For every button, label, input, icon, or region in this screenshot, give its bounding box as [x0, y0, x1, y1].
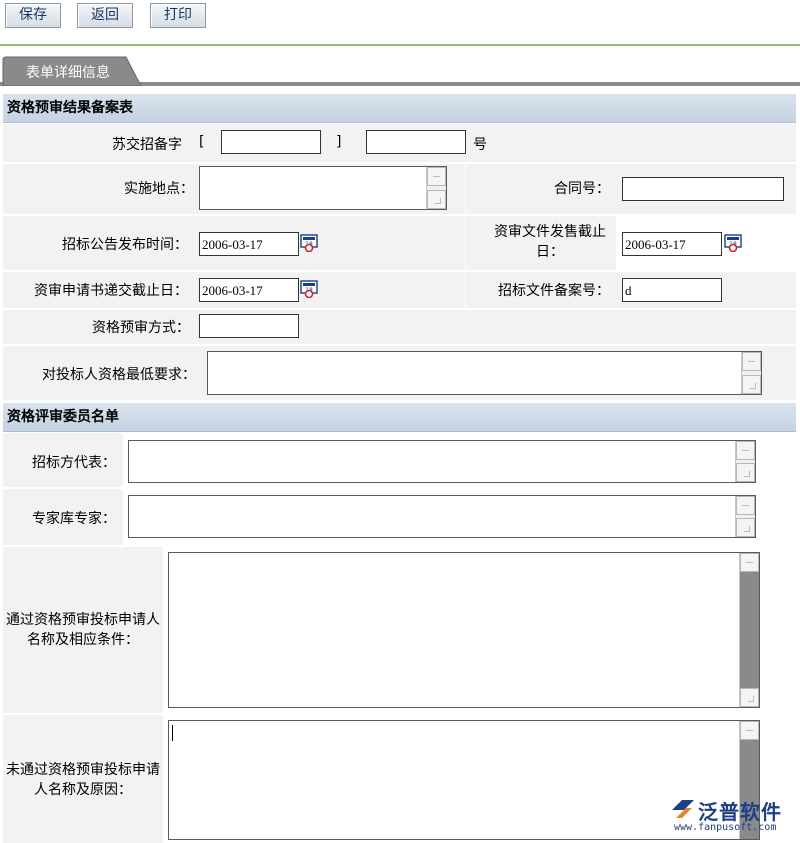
- notice-date-value: 2006-03-17: [202, 237, 263, 252]
- print-button[interactable]: 打印: [150, 3, 206, 28]
- row-expert-label: [3, 489, 123, 545]
- file-no-value: d: [625, 283, 632, 298]
- scroll-down-icon[interactable]: [736, 463, 755, 482]
- calendar-icon[interactable]: 18: [300, 280, 318, 298]
- row-failed-label: [3, 715, 163, 843]
- brand-logo-icon: [672, 800, 694, 818]
- scroll-up-icon[interactable]: [427, 167, 446, 186]
- apply-deadline-label: 资审申请书递交截止日：: [34, 283, 188, 299]
- watermark-url: www.fanpusoft.com: [674, 822, 777, 833]
- rep-textarea[interactable]: [128, 440, 756, 483]
- doc-deadline-label: 资审文件发售截止日：: [494, 224, 606, 260]
- expert-label: 专家库专家：: [32, 511, 116, 527]
- failed-textarea[interactable]: [168, 720, 760, 840]
- tab-underline: [0, 82, 800, 86]
- scroll-up-icon[interactable]: [740, 553, 759, 572]
- scroll-down-icon[interactable]: [427, 190, 446, 209]
- file-no-input[interactable]: d: [622, 278, 722, 302]
- min-req-label: 对投标人资格最低要求：: [42, 367, 196, 383]
- scroll-up-icon[interactable]: [742, 352, 761, 371]
- scroll-up-icon[interactable]: [740, 721, 759, 740]
- row-passed-label: [3, 547, 163, 713]
- scroll-up-icon[interactable]: [736, 441, 755, 460]
- calendar-icon[interactable]: 18: [724, 234, 742, 252]
- filing-prefix-input[interactable]: [221, 130, 321, 154]
- toolbar: 保存 返回 打印: [0, 0, 800, 46]
- su-jiao-label: 苏交招备字: [112, 137, 182, 153]
- min-req-textarea[interactable]: [207, 351, 762, 395]
- bracket-open: [: [199, 134, 205, 150]
- doc-deadline-input[interactable]: 2006-03-17: [622, 232, 722, 256]
- method-input[interactable]: [199, 314, 299, 338]
- back-button[interactable]: 返回: [77, 3, 133, 28]
- tab-shape: [2, 56, 142, 86]
- calendar-icon[interactable]: 18: [300, 234, 318, 252]
- row-method: [3, 310, 796, 344]
- location-label: 实施地点：: [124, 181, 194, 197]
- location-textarea[interactable]: [199, 166, 447, 210]
- hao-label: 号: [473, 137, 487, 153]
- row-dates-right-label: [466, 216, 616, 270]
- scroll-down-icon[interactable]: [742, 375, 761, 394]
- tab-form-details[interactable]: 表单详细信息: [2, 56, 142, 86]
- location-scrollbar[interactable]: [426, 167, 446, 209]
- scroll-up-icon[interactable]: [736, 496, 755, 515]
- min-req-scrollbar[interactable]: [741, 352, 761, 394]
- filing-number-input[interactable]: [366, 130, 466, 154]
- section-header-committee: 资格评审委员名单: [3, 403, 796, 432]
- tab-label: 表单详细信息: [26, 65, 110, 81]
- apply-deadline-input[interactable]: 2006-03-17: [199, 278, 299, 302]
- contract-no-input[interactable]: [622, 177, 784, 201]
- expert-scrollbar[interactable]: [735, 496, 755, 537]
- watermark-brand: 泛普软件: [698, 800, 782, 824]
- row-rep-label: [3, 433, 123, 487]
- notice-date-input[interactable]: 2006-03-17: [199, 232, 299, 256]
- notice-date-label: 招标公告发布时间：: [62, 237, 188, 253]
- scroll-down-icon[interactable]: [740, 688, 759, 707]
- rep-scrollbar[interactable]: [735, 441, 755, 482]
- watermark: 泛普软件 www.fanpusoft.com: [668, 796, 798, 836]
- save-button[interactable]: 保存: [5, 3, 61, 28]
- rep-label: 招标方代表：: [32, 455, 116, 471]
- method-label: 资格预审方式：: [92, 320, 190, 336]
- section-header-filing: 资格预审结果备案表: [3, 94, 796, 123]
- contract-no-label: 合同号：: [554, 181, 610, 197]
- file-no-label: 招标文件备案号：: [498, 283, 610, 299]
- passed-textarea[interactable]: [168, 552, 760, 708]
- apply-deadline-value: 2006-03-17: [202, 283, 263, 298]
- failed-scrollbar[interactable]: [739, 721, 759, 839]
- scroll-down-icon[interactable]: [736, 518, 755, 537]
- bracket-close: ]: [336, 134, 342, 150]
- passed-label: 通过资格预审投标申请人名称及相应条件：: [6, 612, 160, 648]
- expert-textarea[interactable]: [128, 495, 756, 538]
- doc-deadline-value: 2006-03-17: [625, 237, 686, 252]
- tab-bar: 表单详细信息: [0, 56, 800, 86]
- passed-scrollbar[interactable]: [739, 553, 759, 707]
- text-cursor: [172, 725, 173, 741]
- failed-label: 未通过资格预审投标申请人名称及原因：: [6, 762, 160, 798]
